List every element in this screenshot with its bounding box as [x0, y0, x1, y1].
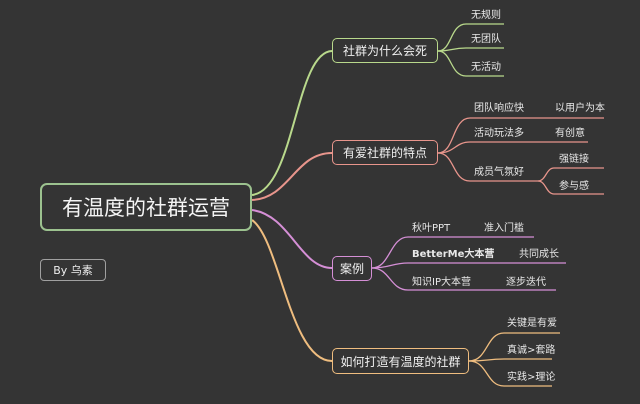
leaf-no-team[interactable]: 无团队 [471, 34, 501, 45]
leaf-sincerity-over-tricks[interactable]: 真诚>套路 [507, 345, 556, 356]
root-topic[interactable]: 有温度的社群运营 [40, 183, 252, 231]
connector-b2-c3a [537, 167, 604, 182]
leaf-entry-threshold[interactable]: 准入门槛 [484, 223, 524, 234]
leaf-practice-over-theory[interactable]: 实践>理论 [507, 372, 556, 383]
leaf-participation[interactable]: 参与感 [559, 181, 589, 192]
connector-b3-c1 [371, 236, 534, 269]
connector-b1-c3 [437, 50, 504, 77]
connector-b2-c1 [437, 117, 604, 154]
author-label[interactable]: By 乌素 [40, 259, 106, 281]
leaf-iterate[interactable]: 逐步迭代 [506, 277, 546, 288]
connector-b2-c3b [537, 180, 604, 195]
leaf-qiuye-ppt[interactable]: 秋叶PPT [412, 223, 451, 234]
connector-root-b1 [251, 50, 333, 196]
connector-b4-c1 [468, 332, 560, 362]
branch-loving-community-traits[interactable]: 有爱社群的特点 [332, 140, 438, 165]
branch-how-to-build[interactable]: 如何打造有温度的社群 [332, 348, 469, 374]
leaf-key-is-love[interactable]: 关键是有爱 [507, 318, 557, 329]
connector-b3-c3 [371, 267, 556, 291]
connector-b2-c3 [437, 152, 538, 182]
connector-root-b2 [251, 152, 333, 201]
leaf-creative[interactable]: 有创意 [555, 128, 585, 139]
connector-root-b3 [251, 209, 333, 269]
leaf-user-centric[interactable]: 以用户为本 [555, 103, 605, 114]
connector-b4-c3 [468, 360, 552, 387]
leaf-no-activity[interactable]: 无活动 [471, 62, 501, 73]
connector-b1-c1 [437, 23, 504, 52]
leaf-knowledge-ip-camp[interactable]: 知识IP大本营 [412, 277, 471, 288]
leaf-team-fast-response[interactable]: 团队响应快 [474, 103, 524, 114]
connector-root-b4 [251, 219, 333, 362]
connector-b4-c2 [468, 358, 552, 362]
leaf-many-activities[interactable]: 活动玩法多 [474, 128, 524, 139]
leaf-no-rules[interactable]: 无规则 [471, 10, 501, 21]
leaf-grow-together[interactable]: 共同成长 [519, 249, 559, 260]
connector-b2-c2 [437, 141, 588, 154]
connector-b1-c2 [437, 47, 504, 52]
leaf-betterme-camp[interactable]: BetterMe大本营 [412, 249, 495, 260]
leaf-strong-links[interactable]: 强链接 [559, 154, 589, 165]
connector-b3-c2 [371, 262, 566, 269]
leaf-good-atmosphere[interactable]: 成员气氛好 [474, 167, 524, 178]
branch-cases[interactable]: 案例 [332, 256, 372, 281]
branch-why-community-dies[interactable]: 社群为什么会死 [332, 38, 438, 63]
